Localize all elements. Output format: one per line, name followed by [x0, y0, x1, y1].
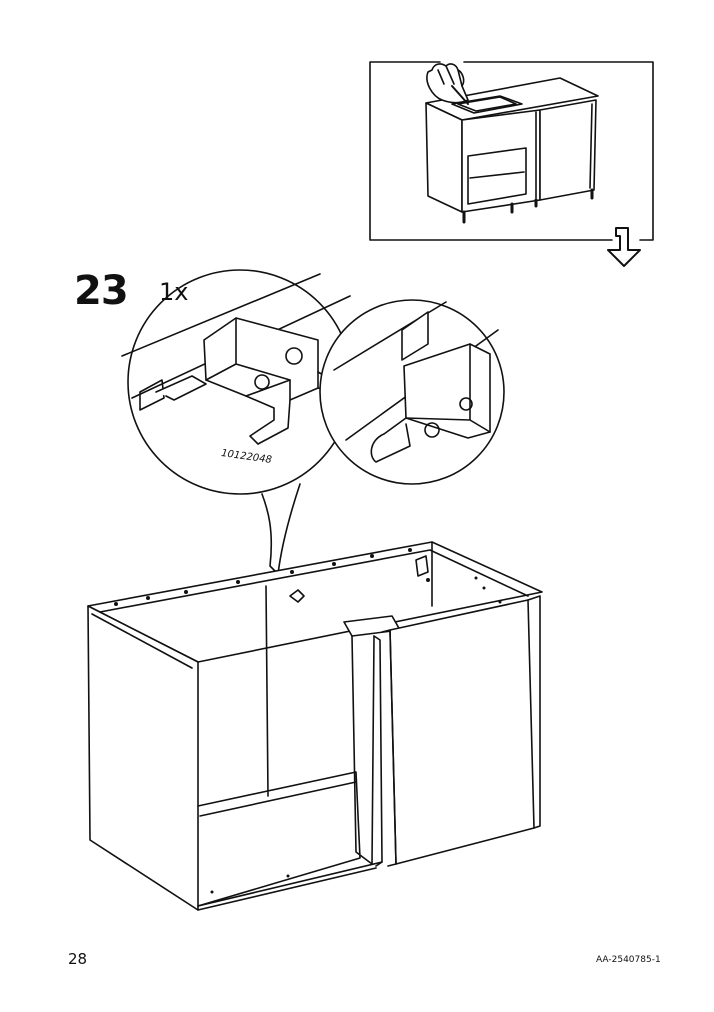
callout-tail: [261, 483, 301, 575]
document-code: AA-2540785-1: [596, 955, 661, 965]
turn-page-arrow-icon: [607, 227, 641, 267]
page-number: 28: [68, 950, 88, 968]
overview-inset: [369, 61, 654, 241]
detail-circle-part: [121, 269, 353, 495]
corner-cabinet: [87, 541, 543, 911]
part-quantity: 1x: [159, 278, 189, 306]
detail-circle-mounted: [319, 299, 505, 485]
pointing-hand-icon: [426, 63, 469, 105]
step-number: 23: [74, 268, 129, 314]
